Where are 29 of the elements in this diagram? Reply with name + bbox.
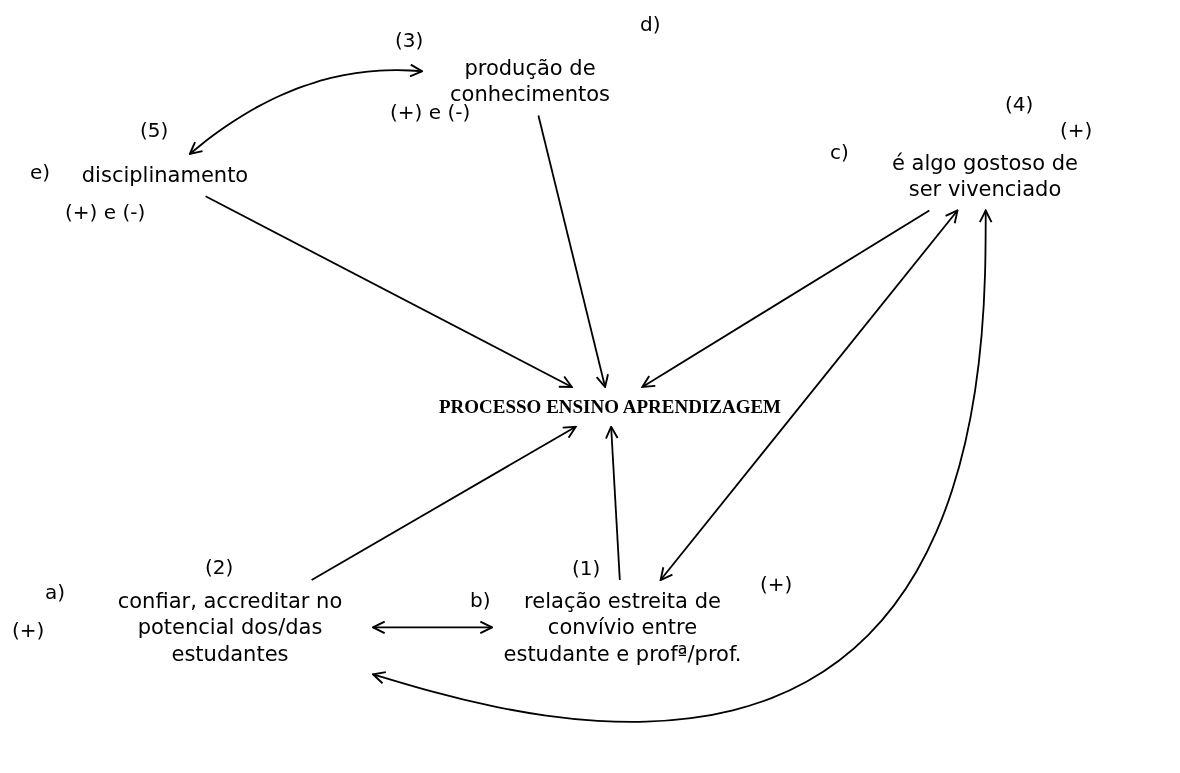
sign-label: (+) e (-) — [390, 100, 471, 124]
arrow — [537, 114, 609, 388]
arrow — [188, 63, 423, 155]
arrow — [659, 209, 959, 581]
arrow — [372, 209, 993, 723]
handwritten-note: confiar, accreditar no potencial dos/das estudantes — [95, 588, 365, 667]
number-label: (3) — [395, 28, 424, 52]
number-label: (4) — [1005, 92, 1034, 116]
number-label: (1) — [572, 556, 601, 580]
handwritten-note: é algo gostoso de ser vivenciado — [880, 150, 1090, 203]
sign-label: (+) — [12, 618, 45, 642]
handwritten-note: relação estreita de convívio entre estudante e profª/prof. — [500, 588, 745, 667]
arrow — [310, 425, 577, 581]
letter-label: c) — [830, 140, 849, 164]
central-concept-label: PROCESSO ENSINO APRENDIZAGEM — [430, 395, 790, 419]
sign-label: (+) e (-) — [65, 200, 146, 224]
letter-label: d) — [640, 12, 661, 36]
sign-label: (+) — [1060, 118, 1093, 142]
number-label: (5) — [140, 118, 169, 142]
arrow — [372, 620, 493, 635]
letter-label: a) — [45, 580, 66, 604]
letter-label: e) — [30, 160, 51, 184]
sign-label: (+) — [760, 572, 793, 596]
arrow — [641, 209, 931, 388]
arrow — [605, 425, 621, 581]
handwritten-note: disciplinamento — [70, 162, 260, 189]
letter-label: b) — [470, 588, 491, 612]
arrow — [204, 195, 573, 388]
number-label: (2) — [205, 555, 234, 579]
